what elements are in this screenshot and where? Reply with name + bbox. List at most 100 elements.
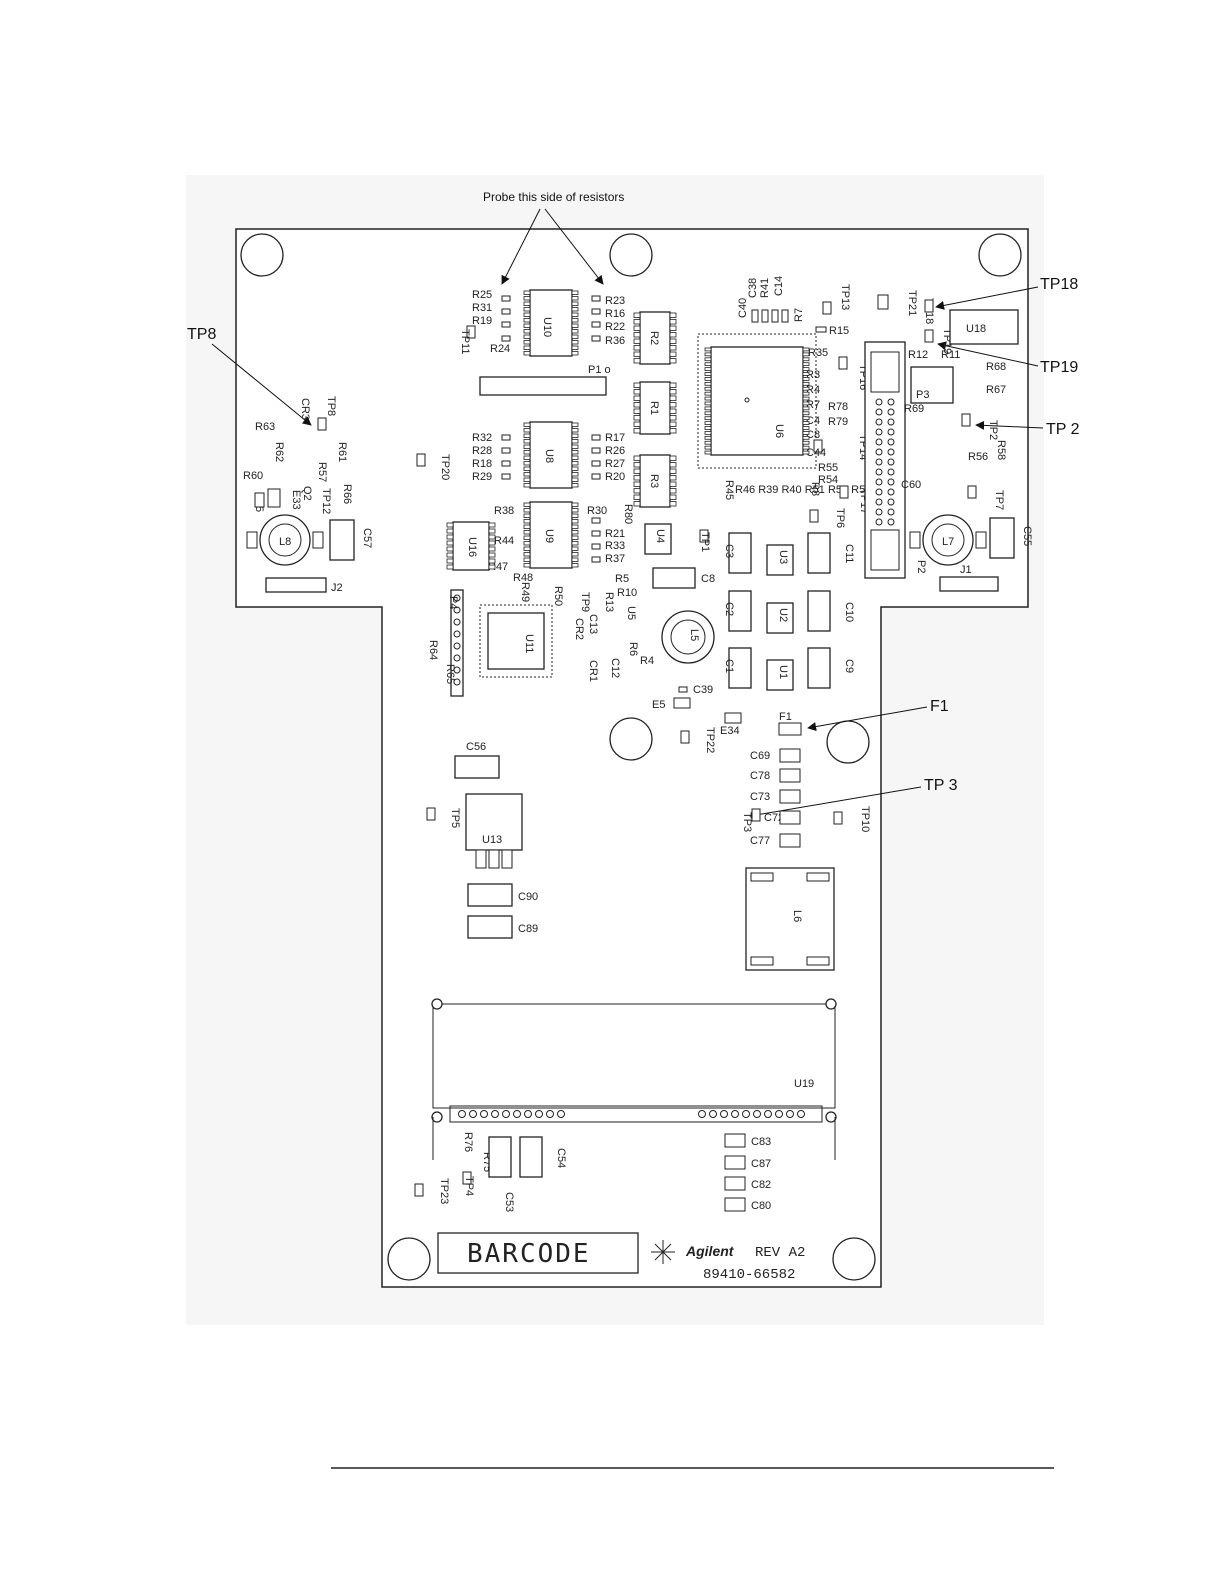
svg-text:R50: R50 [552, 586, 564, 606]
left-side-parts: R63 CR3 TP8 R62 R61 R60 R57 Q2 TP12 R66 … [243, 396, 451, 514]
svg-text:R35: R35 [808, 347, 828, 359]
mounting-holes [240, 233, 1022, 1281]
svg-text:TP7: TP7 [993, 490, 1005, 510]
svg-text:C60: C60 [901, 479, 921, 491]
svg-text:C8: C8 [701, 573, 715, 585]
svg-text:C8: C8 [806, 429, 820, 441]
svg-text:R46 R39 R40 R51 R53 R52: R46 R39 R40 R51 R53 R52 [735, 484, 871, 496]
caption-arrow-right [544, 208, 604, 285]
svg-text:R64: R64 [427, 640, 439, 660]
agilent-logo: Agilent REV A2 89410-66582 [651, 1240, 805, 1283]
svg-text:R26: R26 [605, 445, 625, 457]
callout-tp19: TP19 [1040, 359, 1078, 376]
inductor-l7: L7 [909, 514, 987, 566]
svg-text:U2: U2 [777, 608, 789, 622]
svg-text:TP6: TP6 [834, 508, 846, 528]
svg-text:TP21: TP21 [906, 290, 918, 316]
svg-text:R11: R11 [941, 349, 960, 361]
svg-text:C87: C87 [751, 1158, 771, 1170]
svg-text:C12: C12 [609, 658, 621, 678]
svg-text:R67: R67 [986, 384, 1006, 396]
svg-text:R60: R60 [243, 470, 263, 482]
svg-text:C80: C80 [751, 1200, 771, 1212]
svg-text:R4: R4 [806, 384, 820, 396]
ic-u6: U6 C40 C38 R41 C14 R7 R45 R46 R39 R40 R5… [697, 276, 871, 500]
svg-text:C83: C83 [751, 1136, 771, 1148]
svg-text:TP10: TP10 [859, 806, 871, 832]
svg-text:C69: C69 [750, 750, 770, 762]
svg-text:C14: C14 [773, 276, 785, 296]
svg-text:C78: C78 [750, 770, 770, 782]
ic-pin-row [571, 422, 579, 488]
svg-text:R79: R79 [828, 416, 848, 428]
svg-text:R20: R20 [605, 471, 625, 483]
svg-text:R68: R68 [986, 361, 1006, 373]
right-top-area: TP13 R15 R35 TP16 TP15 R3 R4 R7 R78 R79 … [806, 284, 881, 528]
svg-text:CR3: CR3 [299, 398, 311, 420]
svg-text:U8: U8 [543, 449, 555, 463]
agilent-spark-icon [651, 1240, 675, 1264]
callout-f1: F1 [930, 698, 949, 715]
svg-text:R16: R16 [605, 308, 625, 320]
ic-pin-row [571, 290, 579, 356]
svg-text:CR1: CR1 [587, 660, 599, 682]
ic-u16 [452, 521, 490, 571]
callout-tp2: TP 2 [1046, 421, 1080, 438]
svg-text:R4: R4 [640, 655, 654, 667]
svg-text:R56: R56 [968, 451, 988, 463]
svg-text:R10: R10 [617, 587, 637, 599]
logo-text: Agilent [685, 1243, 735, 1259]
ic-u9 [529, 501, 573, 569]
u13-region: C56 TP5 U13 [426, 741, 523, 869]
svg-text:TP11: TP11 [459, 329, 471, 354]
callout-tp2-arrow [975, 420, 1044, 430]
ic-u8 [529, 421, 573, 489]
svg-text:R48: R48 [513, 572, 533, 584]
svg-text:R2: R2 [648, 331, 660, 345]
svg-text:C77: C77 [750, 835, 770, 847]
svg-text:C57: C57 [361, 528, 373, 548]
capacitors-c90-c89: C90 C89 [467, 883, 538, 939]
svg-text:R69: R69 [904, 403, 924, 415]
svg-text:C3: C3 [723, 544, 735, 558]
svg-text:J2: J2 [331, 582, 343, 594]
svg-text:R25: R25 [472, 289, 492, 301]
power-section: TP1 C3 U3 C11 C8 C2 U2 C10 C1 U1 C9 L5 C… [652, 529, 855, 711]
svg-text:C40: C40 [737, 298, 749, 318]
svg-text:U13: U13 [482, 834, 502, 846]
svg-text:TP20: TP20 [439, 454, 451, 480]
probe-caption: Probe this side of resistors [483, 190, 624, 204]
svg-text:R22: R22 [605, 321, 625, 333]
svg-text:TP9: TP9 [579, 592, 591, 612]
ic-pin-row [523, 502, 531, 568]
svg-text:R23: R23 [605, 295, 625, 307]
svg-text:R65: R65 [444, 664, 456, 684]
callout-tp8-arrow [211, 343, 312, 426]
svg-text:C72: C72 [764, 812, 784, 824]
svg-text:R24: R24 [490, 343, 510, 355]
callout-tp18: TP18 [1040, 276, 1078, 293]
capacitor-c55: C55 [989, 517, 1033, 559]
svg-text:L5: L5 [688, 629, 700, 641]
mounting-hole [832, 1237, 876, 1281]
svg-text:TP22: TP22 [704, 727, 716, 753]
ic-pin-row [704, 347, 712, 455]
callout-tp18-arrow [935, 286, 1039, 310]
svg-text:TP1: TP1 [699, 532, 711, 552]
svg-text:R49: R49 [519, 582, 531, 602]
svg-text:R62: R62 [273, 442, 285, 462]
ic-pin-row [669, 455, 677, 507]
svg-text:R8: R8 [809, 482, 821, 496]
svg-text:E33: E33 [290, 490, 302, 510]
svg-text:P2: P2 [915, 560, 927, 573]
svg-text:C73: C73 [750, 791, 770, 803]
svg-text:TP8: TP8 [325, 396, 337, 416]
ic-pin-row [571, 502, 579, 568]
svg-text:U18: U18 [966, 323, 986, 335]
ic-pin-row [523, 290, 531, 356]
svg-text:U4: U4 [654, 529, 666, 543]
svg-text:R58: R58 [995, 440, 1007, 460]
svg-text:C39: C39 [693, 684, 713, 696]
u11-region: R5 R10 TP9 R13 U5 R50 R49 U11 CR2 C13 CR… [479, 573, 654, 682]
